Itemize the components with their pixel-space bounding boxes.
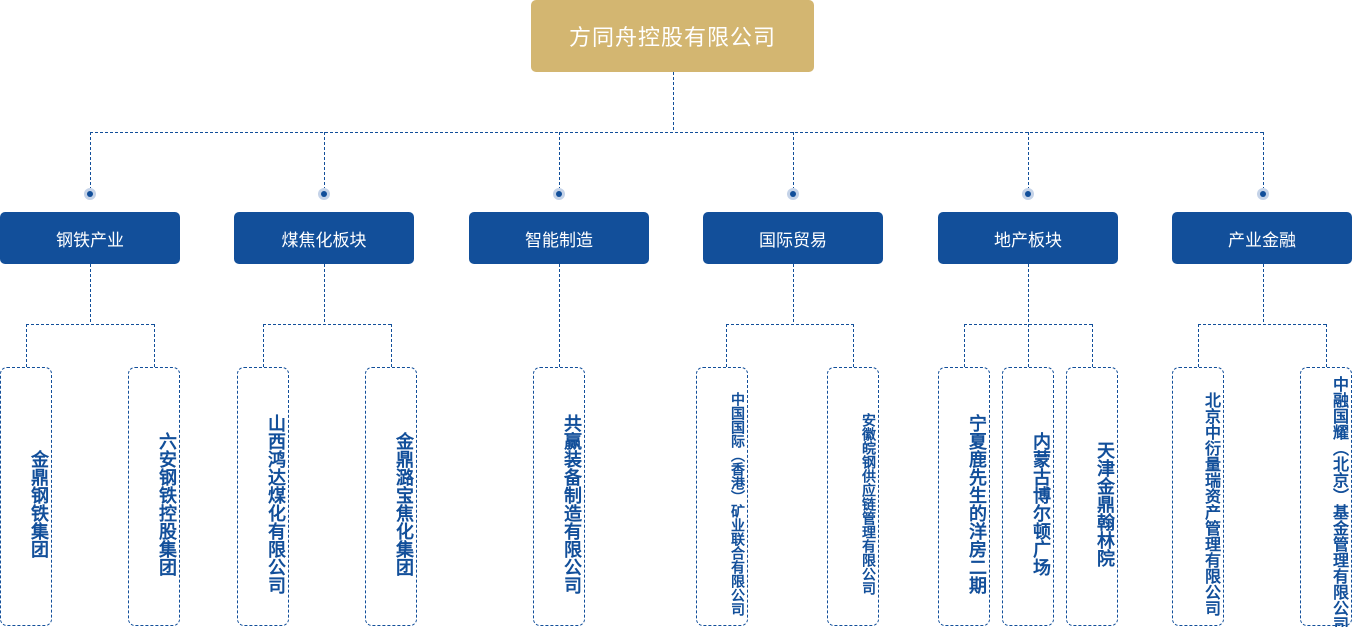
company-label: 金鼎钢铁集团	[28, 449, 49, 558]
company-label: 共赢装备制造有限公司	[561, 413, 582, 594]
company-box: 金鼎钢铁集团	[0, 367, 52, 626]
category-label: 地产板块	[994, 230, 1062, 251]
category-label: 钢铁产业	[56, 230, 124, 251]
root-company-box: 方同舟控股有限公司	[531, 0, 814, 72]
branch-dot	[84, 188, 96, 200]
company-box: 山西鸿达煤化有限公司	[237, 367, 289, 626]
branch-dot	[553, 188, 565, 200]
category-label: 产业金融	[1228, 230, 1296, 251]
root-company-label: 方同舟控股有限公司	[568, 26, 776, 51]
company-label: 安徽皖钢供应链管理有限公司	[860, 412, 876, 595]
company-label: 中融国耀（北京）基金管理有限公司	[1330, 375, 1349, 627]
company-label: 北京中衍量瑞资产管理有限公司	[1202, 391, 1221, 616]
company-box: 内蒙古博尔顿广场	[1002, 367, 1054, 626]
company-label: 六安钢铁控股集团	[156, 431, 177, 576]
company-box: 天津金鼎翰林院	[1066, 367, 1118, 626]
company-box: 中融国耀（北京）基金管理有限公司	[1300, 367, 1352, 627]
branch-dot	[787, 188, 799, 200]
company-box: 六安钢铁控股集团	[128, 367, 180, 626]
category-box-real-estate: 地产板块	[938, 212, 1118, 264]
category-label: 国际贸易	[759, 230, 827, 251]
company-box: 宁夏鹿先生的洋房二期	[938, 367, 990, 626]
company-box: 北京中衍量瑞资产管理有限公司	[1172, 367, 1224, 626]
category-box-steel: 钢铁产业	[0, 212, 180, 264]
company-label: 金鼎潞宝焦化集团	[393, 431, 414, 576]
company-label: 内蒙古博尔顿广场	[1030, 431, 1051, 576]
branch-dot	[1022, 188, 1034, 200]
company-box: 安徽皖钢供应链管理有限公司	[827, 367, 879, 626]
branch-dot	[318, 188, 330, 200]
branch-dot	[1257, 188, 1269, 200]
category-box-smart-manufacturing: 智能制造	[469, 212, 649, 264]
company-label: 中国国际（香港）矿业联合有限公司	[729, 391, 745, 616]
category-box-coal-coking: 煤焦化板块	[234, 212, 414, 264]
company-box: 金鼎潞宝焦化集团	[365, 367, 417, 626]
company-label: 天津金鼎翰林院	[1094, 440, 1115, 567]
company-box: 中国国际（香港）矿业联合有限公司	[696, 367, 748, 626]
company-box: 共赢装备制造有限公司	[533, 367, 585, 626]
category-box-industrial-finance: 产业金融	[1172, 212, 1352, 264]
company-label: 宁夏鹿先生的洋房二期	[966, 413, 987, 594]
category-label: 煤焦化板块	[281, 230, 367, 251]
category-label: 智能制造	[525, 230, 593, 251]
category-box-intl-trade: 国际贸易	[703, 212, 883, 264]
company-label: 山西鸿达煤化有限公司	[265, 413, 286, 594]
